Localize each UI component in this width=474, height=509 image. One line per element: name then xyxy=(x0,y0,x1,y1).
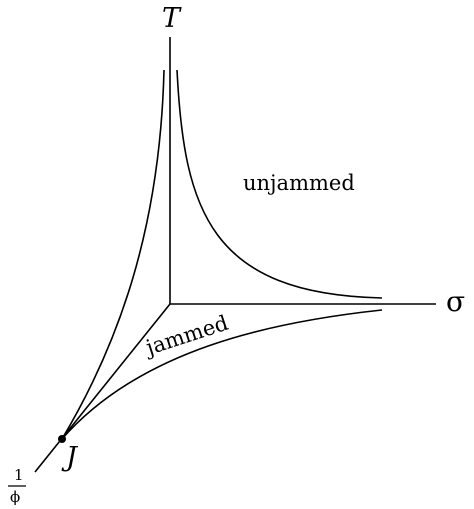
point-j-marker xyxy=(58,435,66,443)
inverse-density-axis-line xyxy=(34,303,171,473)
t-sigma-boundary-curve xyxy=(176,69,383,299)
jammed-region-label: jammed xyxy=(140,311,231,361)
point-j-label: J xyxy=(61,442,79,473)
sigma-axis-label: σ xyxy=(446,285,465,318)
t-axis-label: T xyxy=(162,3,182,34)
t-phi-boundary-curve xyxy=(61,69,165,440)
inverse-density-denominator: ϕ xyxy=(10,488,20,506)
inverse-density-numerator: 1 xyxy=(14,466,24,484)
unjammed-region-label: unjammed xyxy=(243,171,355,195)
sigma-phi-boundary-curve xyxy=(61,309,383,440)
